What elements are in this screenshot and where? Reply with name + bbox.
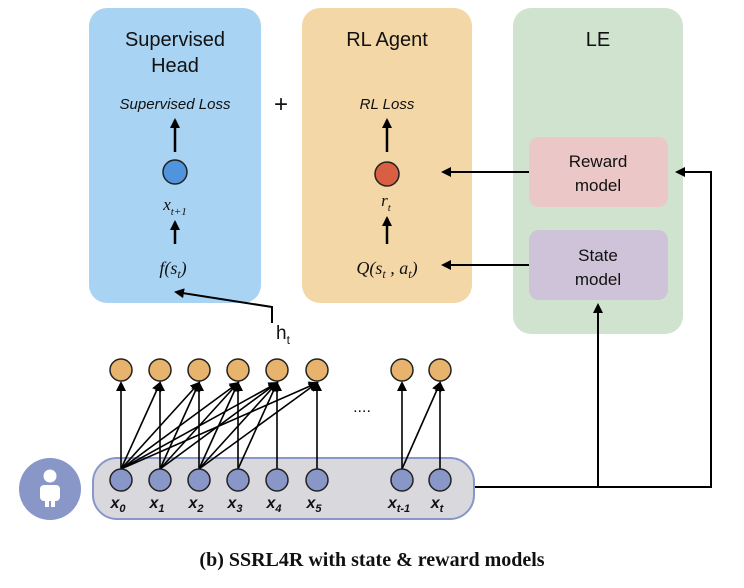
sequence-nodes: x0 x1 x2 x3 x4 x5 xt-1 xt: [109, 358, 452, 515]
sequence-edge: [159, 381, 201, 470]
output-node: [226, 358, 250, 382]
input-node: [428, 468, 452, 492]
input-node-label: xt: [430, 495, 445, 515]
reward-model-line2: model: [575, 176, 621, 195]
input-node: [148, 468, 172, 492]
input-node-label: x0: [109, 495, 126, 515]
supervised-head-title-line1: Supervised: [125, 29, 225, 51]
supervised-head-title-line2: Head: [151, 55, 199, 77]
output-node: [390, 358, 414, 382]
output-node: [148, 358, 172, 382]
output-node: [109, 358, 133, 382]
figure-caption: (b) SSRL4R with state & reward models: [199, 549, 544, 571]
reward-model-line1: Reward: [569, 152, 628, 171]
rl-agent-title: RL Agent: [346, 29, 428, 51]
sequence-edge: [401, 381, 442, 470]
hidden-state-label: ht: [276, 323, 291, 347]
rl-node-label: rt: [381, 191, 392, 214]
sequence-edge: [120, 381, 162, 470]
input-node: [226, 468, 250, 492]
input-node: [187, 468, 211, 492]
input-node-label: x2: [187, 495, 203, 515]
user-icon: [19, 458, 81, 520]
rl-agent-panel: [302, 8, 472, 303]
output-node: [428, 358, 452, 382]
ht-to-supervised-arrow: [174, 288, 273, 323]
sequence-edges: [116, 381, 445, 470]
plus-sign: +: [274, 91, 288, 118]
output-node: [265, 358, 289, 382]
state-model-line1: State: [578, 246, 618, 265]
supervised-func-label: f(st): [159, 258, 186, 281]
q-function-label: Q(st , at): [356, 258, 417, 281]
supervised-loss-label: Supervised Loss: [120, 96, 231, 113]
output-node: [187, 358, 211, 382]
state-model-box: [529, 230, 668, 300]
input-node-label: xt-1: [387, 495, 410, 515]
sequence-edge: [237, 381, 279, 470]
input-node-label: x5: [305, 495, 322, 515]
sequence-ellipsis: ....: [353, 399, 371, 416]
rl-reward-node: [374, 161, 400, 187]
state-model-line2: model: [575, 270, 621, 289]
supervised-output-node: [162, 159, 188, 185]
supervised-node-label: xt+1: [162, 195, 187, 218]
input-node-label: x1: [148, 495, 164, 515]
input-node: [265, 468, 289, 492]
supervised-head-panel: [89, 8, 261, 303]
le-title: LE: [586, 29, 610, 51]
input-node: [305, 468, 329, 492]
input-node-label: x4: [265, 495, 281, 515]
output-node: [305, 358, 329, 382]
input-node: [390, 468, 414, 492]
reward-model-box: [529, 137, 668, 207]
rl-loss-label: RL Loss: [360, 96, 415, 113]
sequence-edge: [198, 381, 240, 470]
sequence-feedback-line: [474, 167, 712, 488]
input-node-label: x3: [226, 495, 242, 515]
input-node: [109, 468, 133, 492]
